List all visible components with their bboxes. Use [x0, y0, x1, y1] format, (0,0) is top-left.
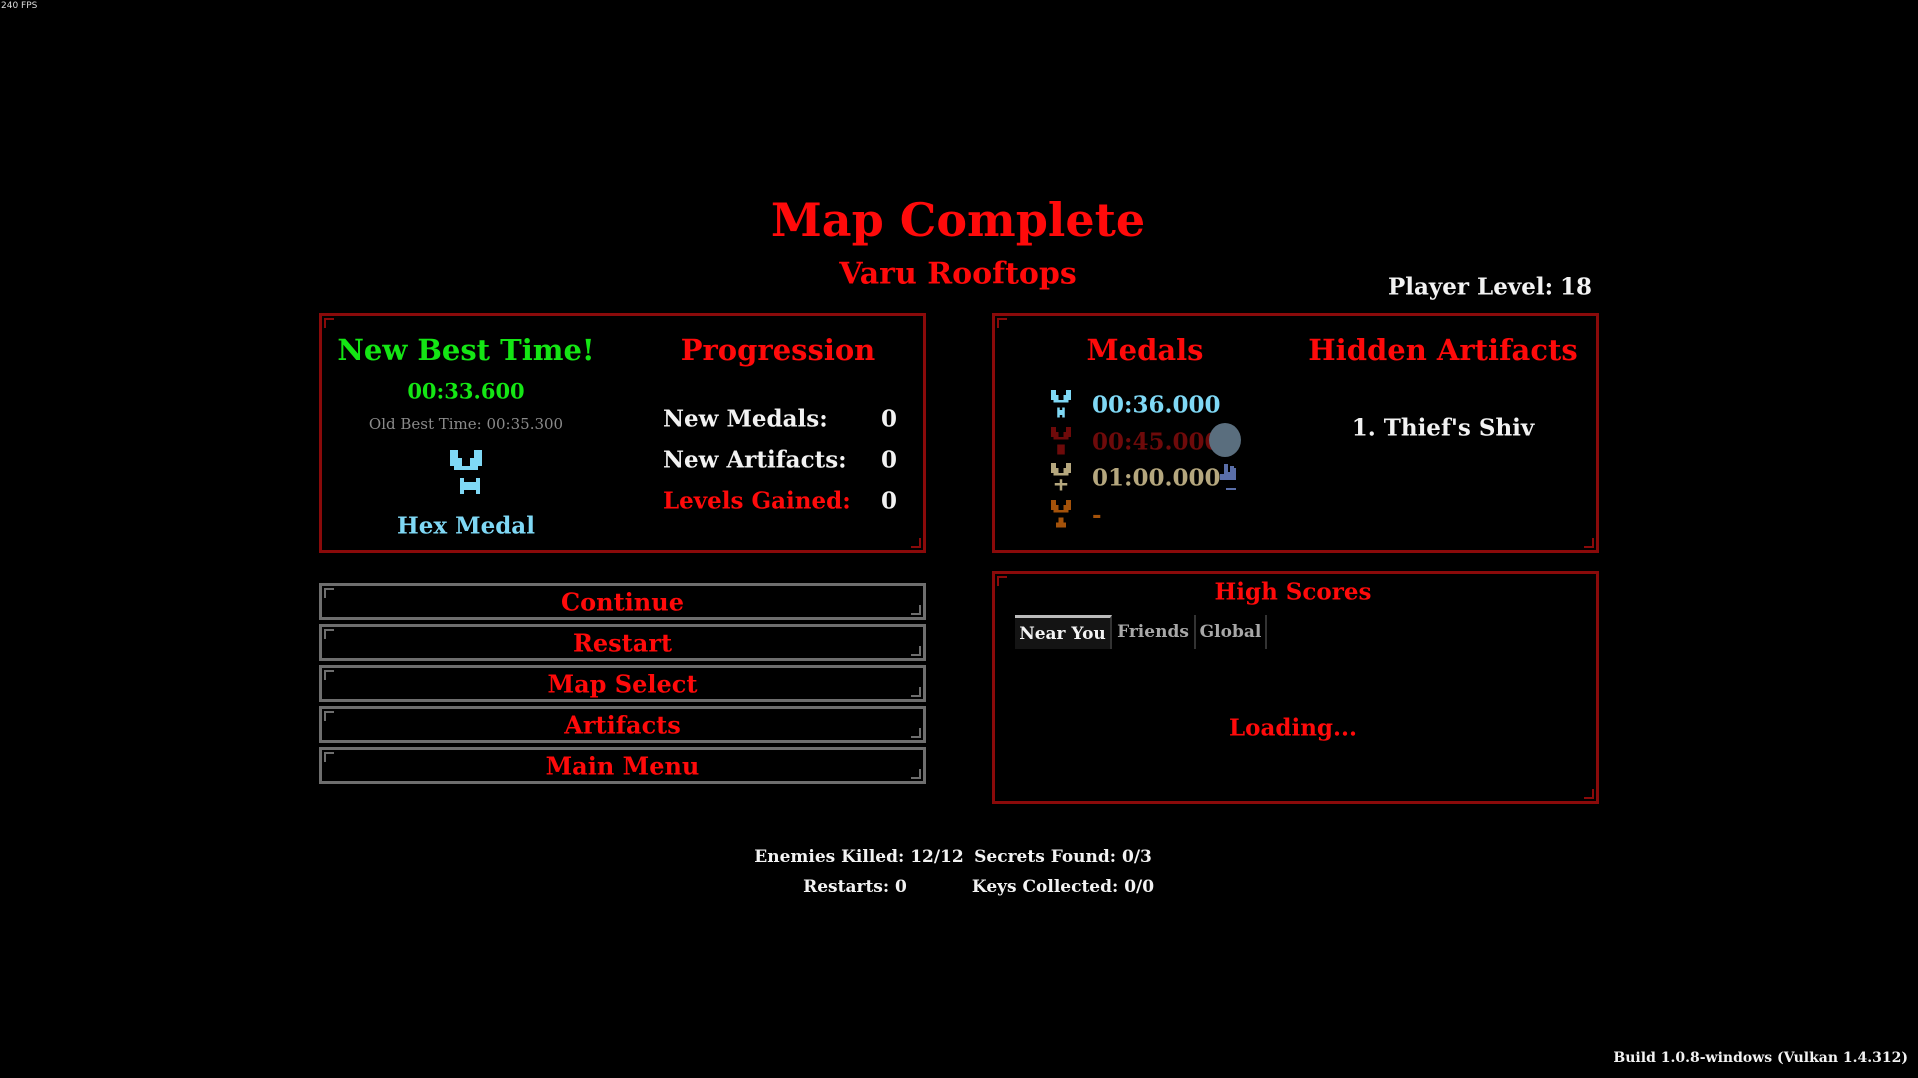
secrets-found: Secrets Found: 0/3 — [974, 847, 1152, 867]
map-name: Varu Rooftops — [839, 256, 1077, 292]
build-info: Build 1.0.8-windows (Vulkan 1.4.312) — [1613, 1050, 1908, 1066]
bronze-medal-icon — [1051, 500, 1071, 528]
tab-near-you[interactable]: Near You — [1015, 615, 1112, 649]
page-title: Map Complete — [770, 193, 1146, 247]
new-medals-value: 0 — [881, 405, 898, 433]
medal-time-bronze: - — [1092, 501, 1102, 529]
hex-medal-icon — [1051, 390, 1071, 418]
map-select-label: Map Select — [547, 669, 698, 698]
continue-label: Continue — [561, 587, 684, 616]
high-scores-panel — [992, 571, 1599, 804]
orb-artifact-icon — [1209, 423, 1241, 457]
levels-gained-label: Levels Gained: — [663, 487, 851, 515]
player-level-value: 18 — [1560, 273, 1593, 301]
medal-time-red: 00:45.000 — [1092, 428, 1221, 456]
new-best-time-heading: New Best Time! — [337, 333, 595, 367]
gold-medal-icon — [1051, 463, 1071, 491]
old-best-time: Old Best Time: 00:35.300 — [368, 415, 564, 433]
tab-friends[interactable]: Friends — [1112, 615, 1196, 649]
map-select-button[interactable]: Map Select — [319, 665, 926, 702]
new-medals-label: New Medals: — [663, 405, 828, 433]
artifacts-button[interactable]: Artifacts — [319, 706, 926, 743]
medals-heading: Medals — [1086, 333, 1204, 367]
hidden-artifacts-heading: Hidden Artifacts — [1308, 333, 1578, 367]
keys-collected: Keys Collected: 0/0 — [971, 877, 1155, 897]
best-time-value: 00:33.600 — [407, 378, 525, 404]
progression-heading: Progression — [680, 333, 876, 367]
enemies-killed: Enemies Killed: 12/12 — [754, 847, 964, 867]
restart-button[interactable]: Restart — [319, 624, 926, 661]
restarts-count: Restarts: 0 — [803, 877, 907, 897]
hex-medal-icon — [450, 450, 482, 494]
hidden-artifact-item: 1. Thief's Shiv — [1351, 414, 1535, 442]
fps-counter: 240 FPS — [1, 1, 38, 11]
player-level-label: Player Level: — [1388, 273, 1554, 301]
artifacts-label: Artifacts — [564, 710, 681, 739]
main-menu-label: Main Menu — [545, 751, 700, 780]
results-panel — [319, 313, 926, 553]
fist-artifact-icon — [1220, 464, 1236, 490]
levels-gained-value: 0 — [881, 487, 898, 515]
medal-time-hex: 00:36.000 — [1092, 391, 1221, 419]
new-artifacts-value: 0 — [881, 446, 898, 474]
medal-time-gold: 01:00.000 — [1092, 464, 1221, 492]
high-scores-heading: High Scores — [1214, 578, 1372, 606]
main-menu-button[interactable]: Main Menu — [319, 747, 926, 784]
restart-label: Restart — [572, 628, 673, 657]
red-medal-icon — [1051, 427, 1071, 455]
earned-medal-name: Hex Medal — [397, 512, 535, 540]
new-artifacts-label: New Artifacts: — [663, 446, 847, 474]
tab-global[interactable]: Global — [1196, 615, 1267, 649]
medals-panel — [992, 313, 1599, 553]
continue-button[interactable]: Continue — [319, 583, 926, 620]
high-scores-loading: Loading... — [1228, 714, 1358, 742]
